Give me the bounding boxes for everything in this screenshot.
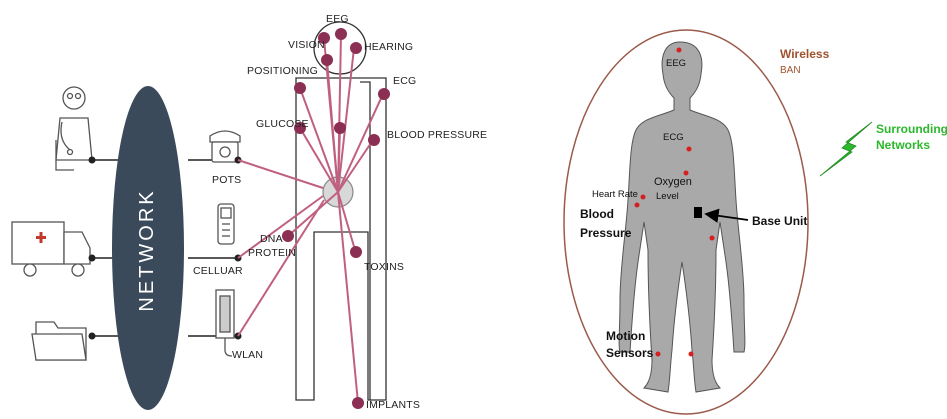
ban-ecg-dot [687, 147, 692, 152]
ban-eeg-label: EEG [666, 58, 686, 69]
phone-icon [210, 131, 240, 162]
folder-icon [32, 322, 86, 360]
ban-motion-left-dot [656, 352, 661, 357]
positioning-label: POSITIONING [247, 65, 318, 77]
network-label: NETWORK [136, 188, 158, 311]
ecg-label: ECG [393, 75, 416, 87]
left-diagram: NETWORK [12, 13, 487, 411]
ambulance-icon [12, 222, 90, 276]
base-unit-square [694, 207, 702, 218]
eeg-label: EEG [326, 13, 349, 25]
cellular-label: CELLUAR [193, 265, 243, 277]
sensor-dots [282, 28, 390, 409]
glucose-label: GLUCOSE [256, 118, 309, 130]
ambulance-connector-node [89, 255, 96, 262]
sensor-ecg-dot [378, 88, 390, 100]
dna-label: DNA [260, 233, 283, 245]
surrounding-label: Surrounding [876, 122, 947, 136]
networks-label: Networks [876, 138, 930, 152]
wlan-device-icon [216, 290, 234, 356]
right-diagram: EEG ECG Oxygen Level Heart Rate Blood Pr… [564, 30, 947, 414]
ban-label: BAN [780, 65, 801, 76]
protein-label: PROTEIN [248, 247, 296, 259]
blood-pressure-label: BLOOD PRESSURE [387, 129, 487, 141]
sensor-dna-dot [282, 230, 294, 242]
ban-oxygen-label: Oxygen [654, 176, 692, 188]
hub-links [238, 34, 383, 403]
ban-motion-label: Motion [606, 329, 645, 343]
lightning-bolt-icon [820, 122, 872, 176]
hearing-label: HEARING [364, 41, 413, 53]
ban-base-unit-label: Base Unit [752, 214, 807, 228]
doctor-icon [56, 87, 92, 170]
sensor-positioning-dot [321, 54, 333, 66]
pots-label: POTS [212, 174, 241, 186]
folder-connector-node [89, 333, 96, 340]
wireless-label: Wireless [780, 47, 830, 61]
ban-heart-rate-label: Heart Rate [592, 189, 638, 200]
cellphone-icon [218, 204, 234, 244]
ban-ecg-label: ECG [663, 132, 684, 143]
sensor-position2-dot [294, 82, 306, 94]
ban-arm-dot [710, 236, 715, 241]
ban-oxygen-dot [684, 171, 689, 176]
wlan-label: WLAN [232, 349, 263, 361]
doctor-connector-node [89, 157, 96, 164]
implants-label: IMPLANTS [366, 399, 420, 411]
ban-blood-pressure-dot [635, 203, 640, 208]
toxins-label: TOXINS [364, 261, 404, 273]
network-cloud: NETWORK [112, 86, 184, 410]
sensor-chest-dot [334, 122, 346, 134]
sensor-blood-pressure-dot [368, 134, 380, 146]
ban-motion-right-dot [689, 352, 694, 357]
ban-pressure-label: Pressure [580, 226, 632, 240]
ban-sensors-label: Sensors [606, 346, 654, 360]
sensor-toxins-dot [350, 246, 362, 258]
vision-label: VISION [288, 39, 325, 51]
ban-blood-label: Blood [580, 207, 614, 221]
ban-eeg-dot [677, 48, 682, 53]
ban-level-label: Level [656, 191, 679, 202]
sensor-hearing-dot [350, 42, 362, 54]
ban-heart-rate-dot [641, 195, 646, 200]
sensor-eeg-dot [335, 28, 347, 40]
sensor-implants-dot [352, 397, 364, 409]
